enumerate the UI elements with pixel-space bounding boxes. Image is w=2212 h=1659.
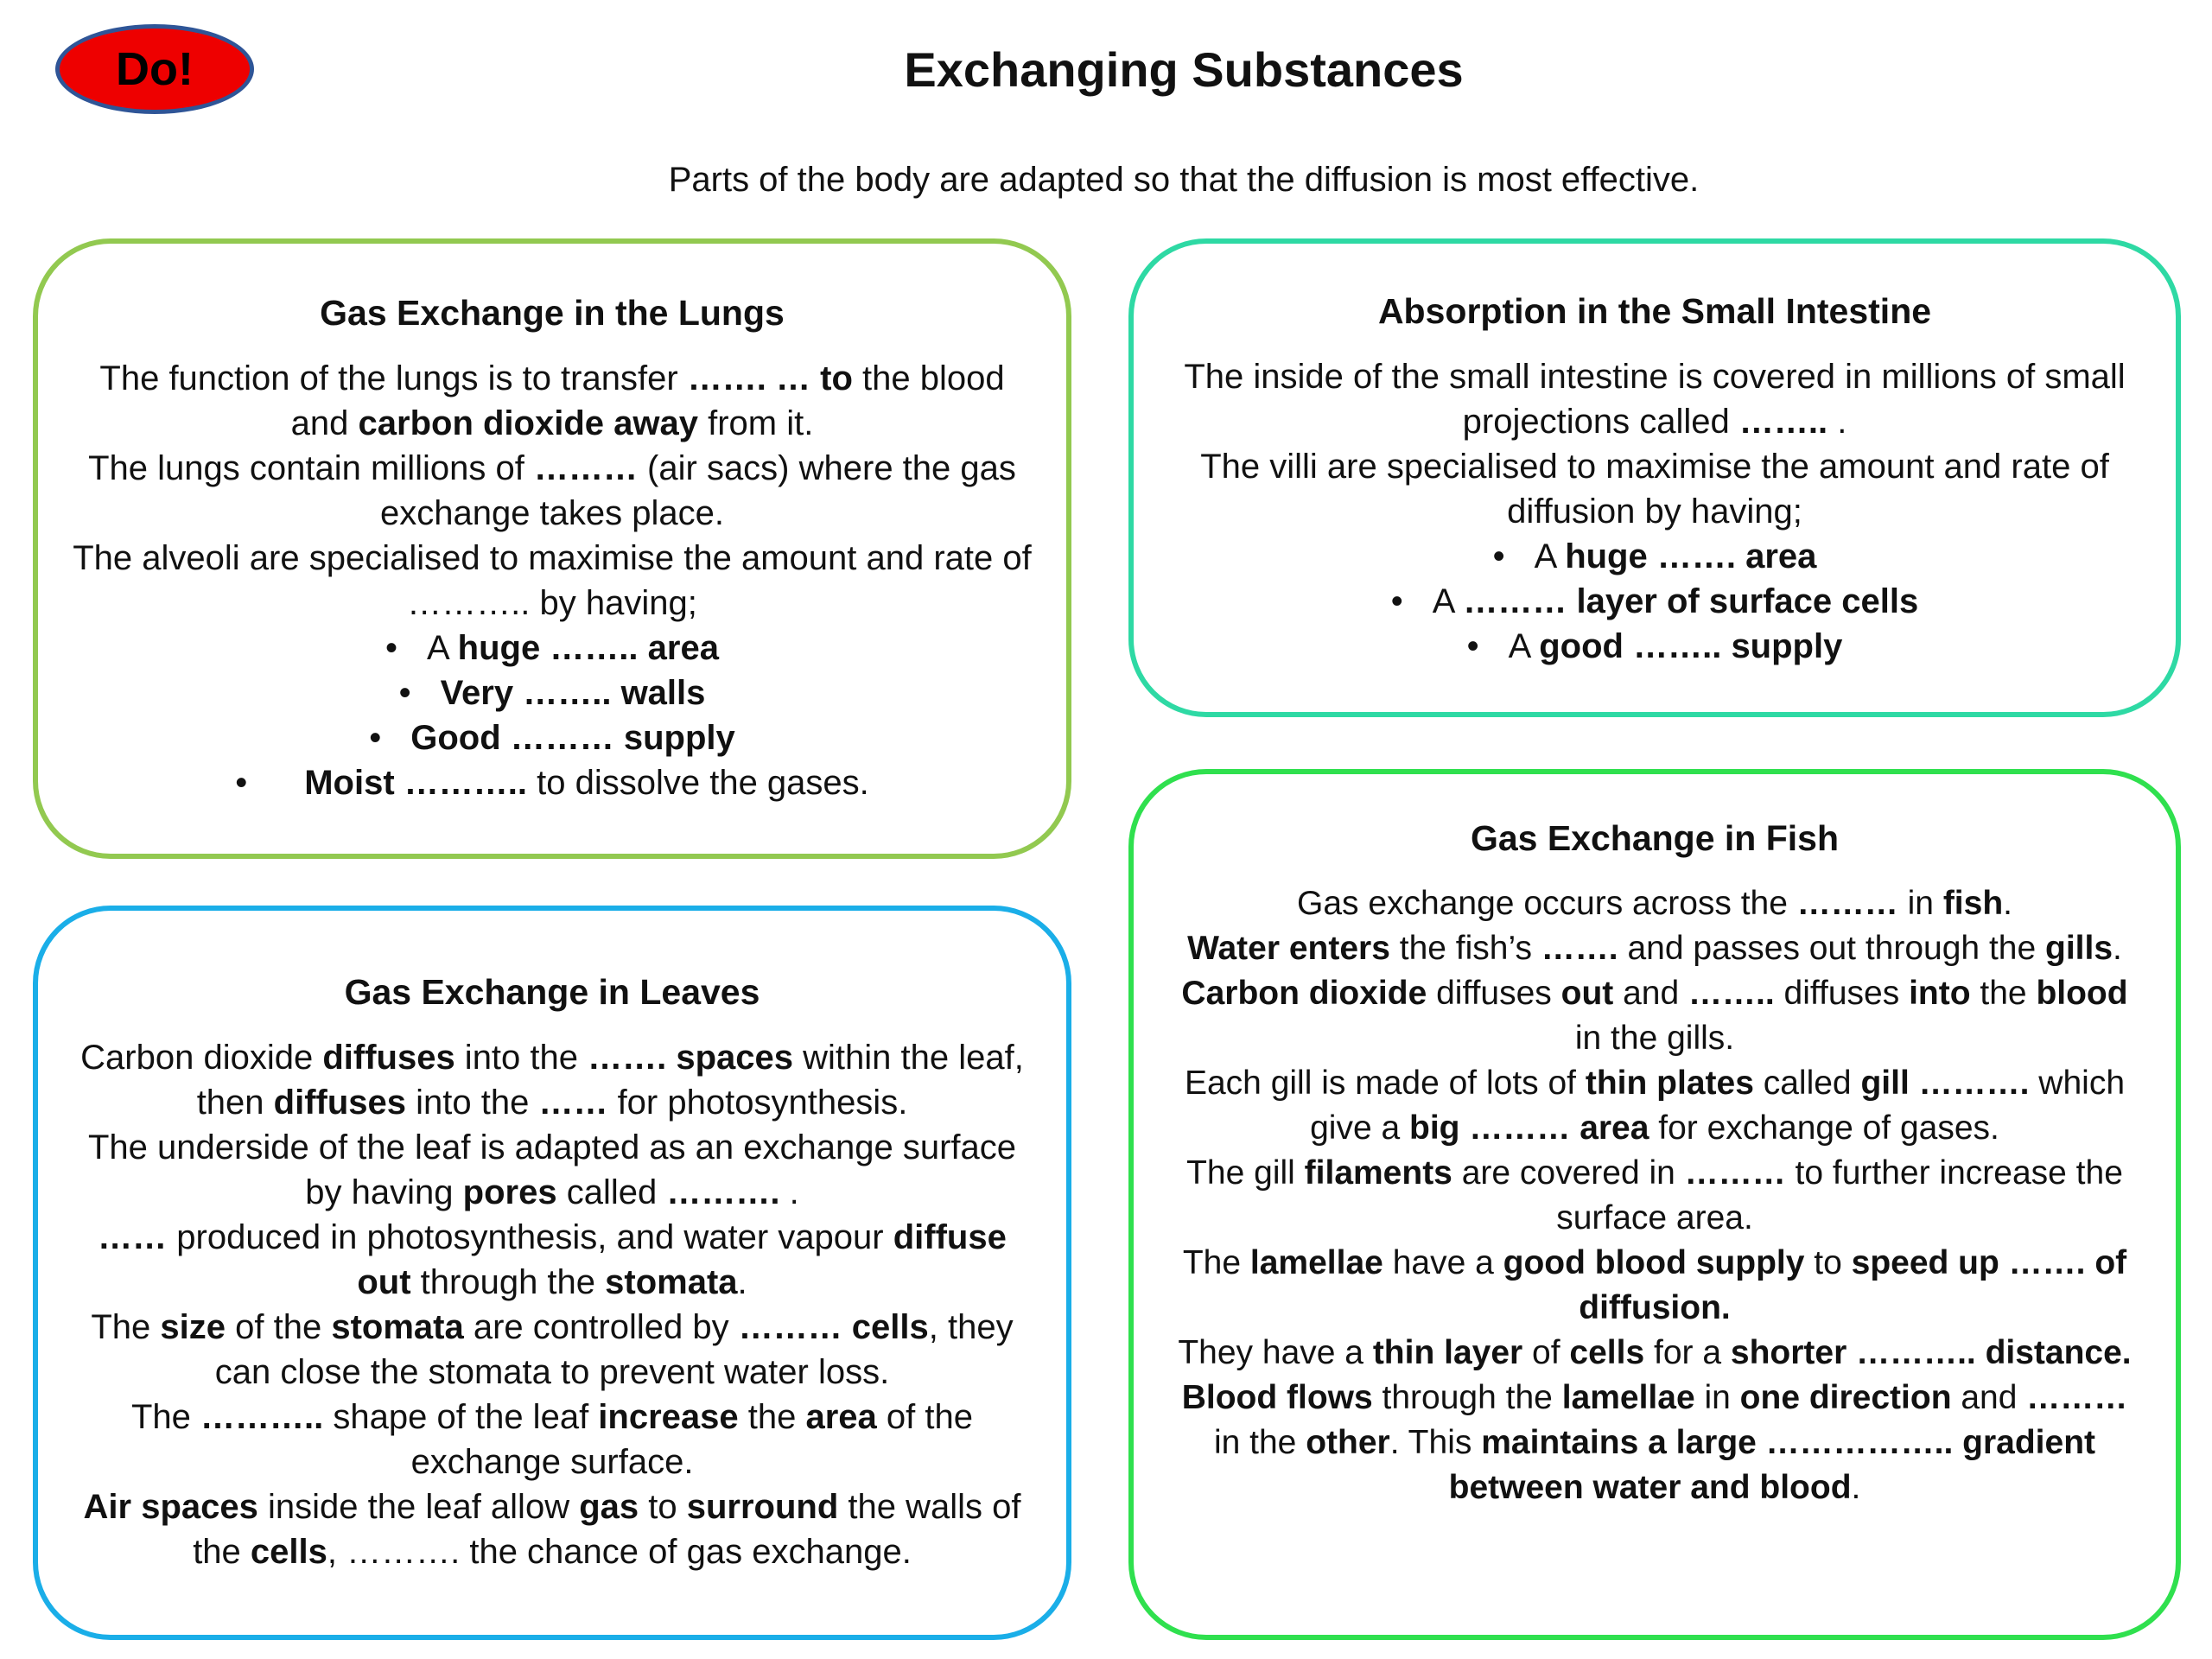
lungs-heading: Gas Exchange in the Lungs (320, 293, 785, 333)
lungs-card: Gas Exchange in the Lungs The function o… (33, 238, 1071, 859)
leaves-paragraph-2: The underside of the leaf is adapted as … (87, 1128, 1017, 1211)
fish-paragraph-5: They have a thin layer of cells for a sh… (1178, 1334, 2132, 1371)
leaves-paragraph-3: …… produced in photosynthesis, and water… (98, 1218, 1007, 1301)
fish-card: Gas Exchange in Fish Gas exchange occurs… (1128, 769, 2181, 1640)
leaves-paragraph-4: The size of the stomata are controlled b… (91, 1308, 1014, 1391)
do-badge: Do! (55, 24, 254, 114)
leaves-paragraph-1: Carbon dioxide diffuses into the ……. spa… (80, 1039, 1024, 1122)
fish-paragraph-6: Blood flows through the lamellae in one … (1181, 1379, 2128, 1506)
lungs-bullet-4: •Moist ……….. to dissolve the gases. (235, 764, 869, 802)
intestine-bullet-2: •A ……… layer of surface cells (1390, 582, 1919, 620)
intestine-heading: Absorption in the Small Intestine (1377, 291, 1932, 331)
lungs-paragraph-3: The alveoli are specialised to maximise … (73, 539, 1032, 622)
intestine-paragraph-1: The inside of the small intestine is cov… (1184, 358, 2126, 441)
intestine-paragraph-2: The villi are specialised to maximise th… (1200, 448, 2109, 531)
leaves-paragraph-6: Air spaces inside the leaf allow gas to … (83, 1488, 1021, 1571)
fish-paragraph-2: Each gill is made of lots of thin plates… (1184, 1065, 2126, 1147)
leaves-card: Gas Exchange in Leaves Carbon dioxide di… (33, 906, 1071, 1640)
page-title: Exchanging Substances (904, 42, 1464, 97)
fish-paragraph-4: The lamellae have a good blood supply to… (1182, 1244, 2127, 1326)
intestine-card: Absorption in the Small Intestine The in… (1128, 238, 2181, 717)
lungs-paragraph-1: The function of the lungs is to transfer… (99, 359, 1005, 442)
lungs-bullet-3: •Good ……… supply (369, 719, 735, 757)
fish-heading: Gas Exchange in Fish (1470, 818, 1840, 858)
do-badge-label: Do! (116, 43, 194, 95)
lungs-bullet-1: •A huge …….. area (385, 629, 719, 667)
lungs-bullet-2: •Very …….. walls (398, 674, 706, 712)
fish-paragraph-3: The gill filaments are covered in ……… to… (1186, 1154, 2123, 1236)
intestine-bullet-1: •A huge ……. area (1492, 537, 1817, 575)
leaves-paragraph-5: The ……….. shape of the leaf increase the… (131, 1398, 973, 1481)
fish-paragraph-1: Gas exchange occurs across the ……… in fi… (1181, 885, 2128, 1057)
leaves-heading: Gas Exchange in Leaves (344, 972, 760, 1012)
page-subtitle: Parts of the body are adapted so that th… (668, 161, 1700, 199)
intestine-bullet-3: •A good …….. supply (1466, 627, 1843, 665)
lungs-paragraph-2: The lungs contain millions of ……… (air s… (88, 449, 1016, 532)
